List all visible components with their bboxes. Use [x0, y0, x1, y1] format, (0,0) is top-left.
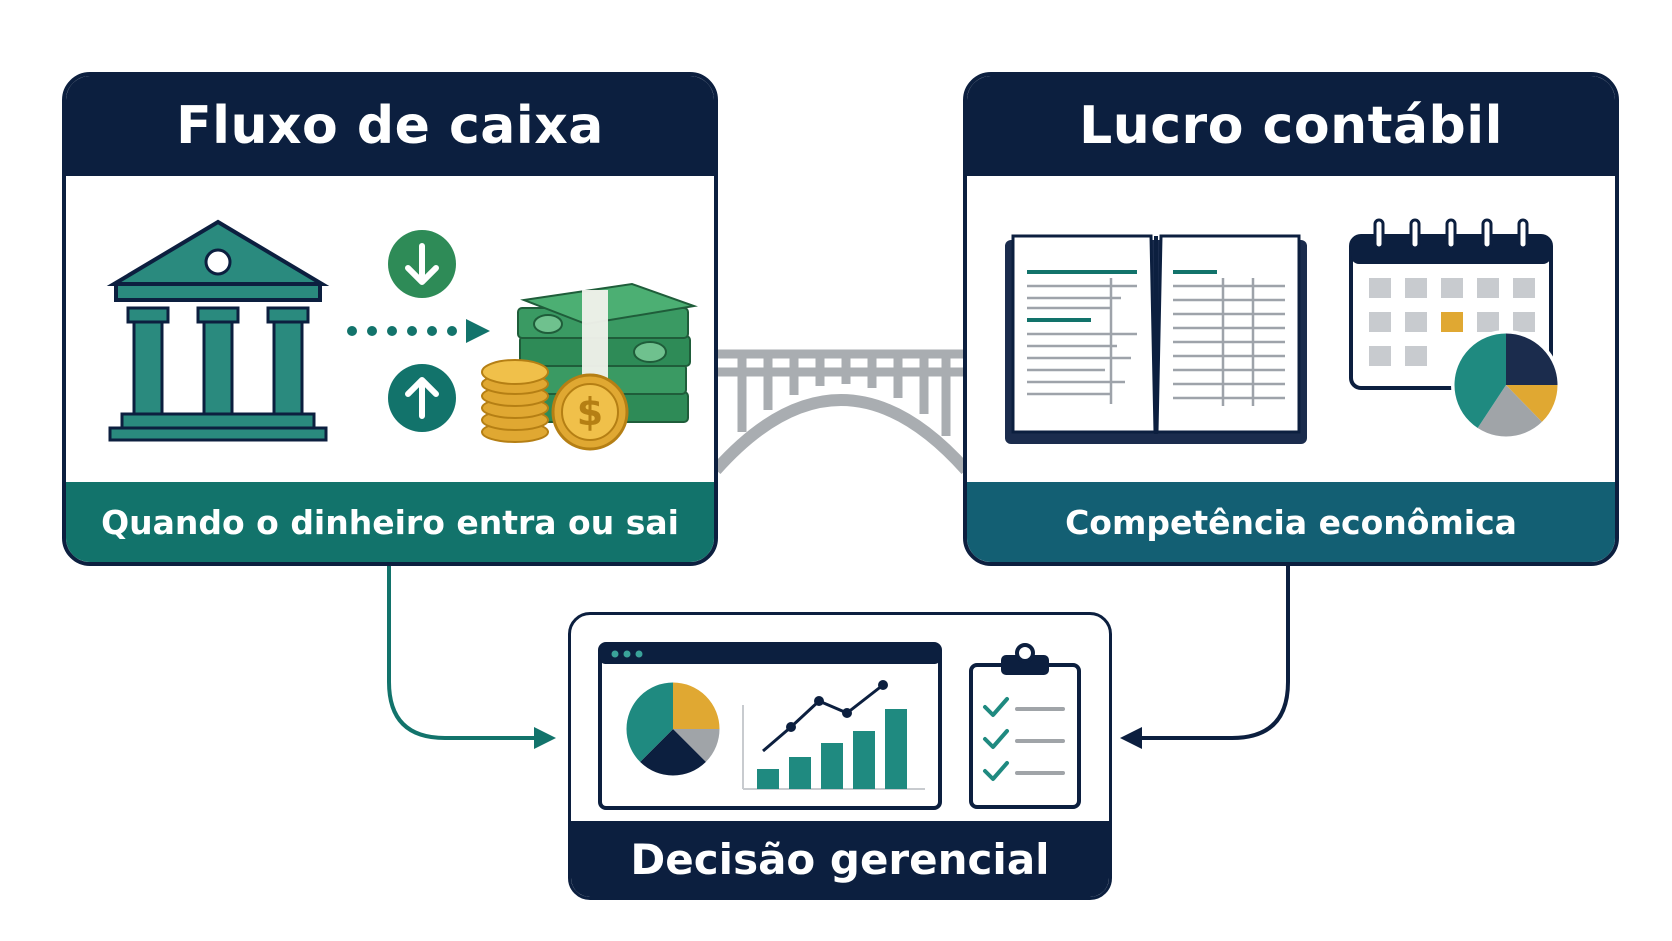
arrow-up-icon [388, 364, 456, 432]
decision-title: Decisão gerencial [571, 821, 1109, 897]
bank-icon [106, 219, 330, 442]
dashboard-icon [598, 642, 942, 810]
arrow-cash-to-decision [387, 566, 556, 749]
bridge-icon [711, 349, 971, 474]
dollar-coin-icon: $ [551, 373, 629, 451]
ledger-book-icon [1005, 234, 1307, 444]
cash-flow-card: Fluxo de caixa [62, 72, 718, 566]
bar-line-chart-icon [742, 680, 925, 790]
dotted-flow-arrow-icon [347, 319, 490, 343]
coins-icon [481, 359, 549, 443]
accounting-profit-subtitle: Competência econômica [967, 482, 1615, 562]
pie-chart-icon [623, 679, 723, 779]
pie-chart-icon [1451, 330, 1561, 440]
calendar-icon [1349, 218, 1553, 390]
cash-flow-title: Fluxo de caixa [66, 76, 714, 176]
checklist-clipboard-icon [969, 643, 1081, 809]
arrow-down-icon [388, 230, 456, 298]
cash-flow-subtitle: Quando o dinheiro entra ou sai [66, 482, 714, 562]
svg-text:$: $ [577, 390, 603, 434]
decision-card: Decisão gerencial [568, 612, 1112, 900]
accounting-profit-card: Lucro contábil [963, 72, 1619, 566]
arrow-profit-to-decision [1120, 566, 1290, 749]
accounting-profit-title: Lucro contábil [967, 76, 1615, 176]
